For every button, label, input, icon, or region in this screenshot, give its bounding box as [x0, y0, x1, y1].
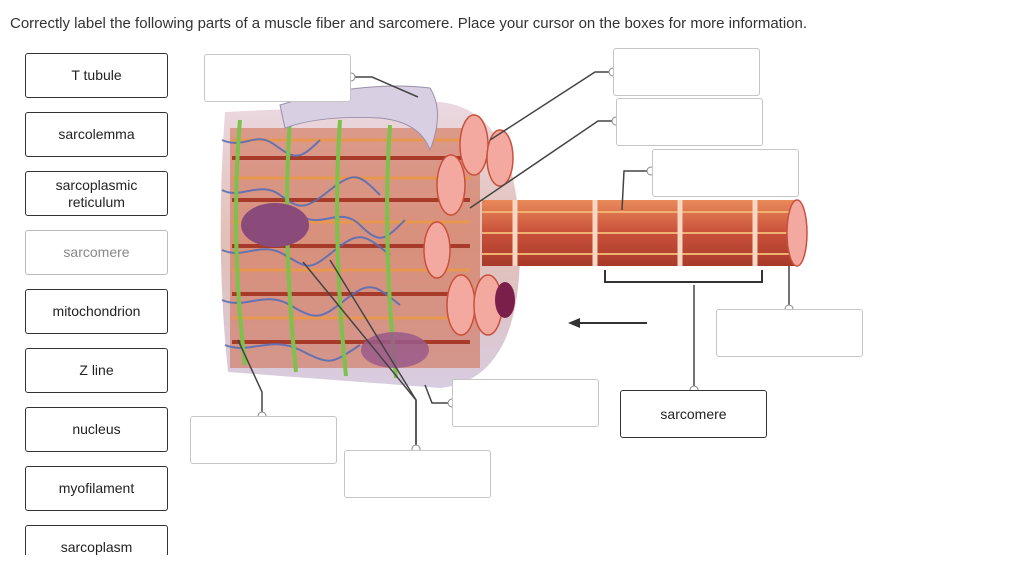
label-myofilament[interactable]: myofilament [25, 466, 168, 511]
label-text: nucleus [72, 421, 121, 437]
label-sarcolemma[interactable]: sarcolemma [25, 112, 168, 157]
drop-target-6[interactable] [452, 379, 599, 427]
label-sarcomere[interactable]: sarcomere [25, 230, 168, 275]
drop-target-2[interactable] [613, 48, 760, 96]
label-text: myofilament [58, 480, 135, 496]
label-t-tubule[interactable]: T tubule [25, 53, 168, 98]
label-bank: T tubule sarcolemma sarcoplasmic reticul… [0, 0, 200, 555]
extended-myofibril [482, 199, 808, 267]
drop-target-1[interactable] [204, 54, 351, 102]
label-text: Z line [79, 362, 114, 378]
drop-target-5[interactable] [716, 309, 863, 357]
label-mitochondrion[interactable]: mitochondrion [25, 289, 168, 334]
instructions-text: Correctly label the following parts of a… [10, 15, 808, 32]
sarcolemma-flap [279, 85, 438, 152]
label-z-line[interactable]: Z line [25, 348, 168, 393]
mitochondrion-shape [495, 282, 515, 318]
drop-target-8[interactable] [344, 450, 491, 498]
myofibril-cross-sections [423, 114, 514, 336]
drop-target-7[interactable] [190, 416, 337, 464]
direction-arrow [568, 318, 647, 328]
sarcoplasmic-reticulum-network [221, 138, 406, 362]
leader-lines [237, 71, 790, 449]
label-text: sarcolemma [58, 126, 135, 142]
label-sarcoplasm[interactable]: sarcoplasm [25, 525, 168, 555]
z-lines [512, 200, 758, 266]
label-text: sarcoplasm [60, 539, 133, 555]
label-text: sarcoplasmic reticulum [55, 176, 138, 210]
drop-target-9-filled[interactable]: sarcomere [620, 390, 767, 438]
label-nucleus[interactable]: nucleus [25, 407, 168, 452]
nuclei [241, 203, 429, 368]
label-text: T tubule [71, 67, 122, 83]
label-text: sarcomere [63, 244, 130, 260]
label-text: mitochondrion [52, 303, 141, 319]
drop-target-4[interactable] [652, 149, 799, 197]
label-sarcoplasmic-reticulum[interactable]: sarcoplasmic reticulum [25, 171, 168, 216]
sarcomere-bracket [604, 270, 763, 283]
drop-target-3[interactable] [616, 98, 763, 146]
target-text: sarcomere [660, 406, 727, 422]
